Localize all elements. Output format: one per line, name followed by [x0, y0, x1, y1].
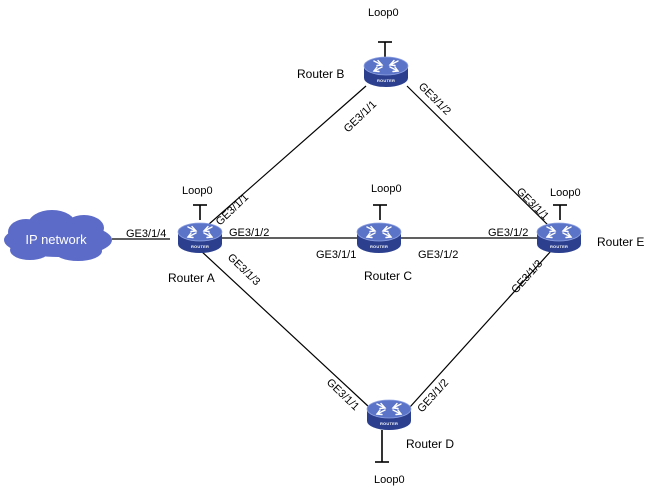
port-label-b-e-b: GE3/1/2: [416, 81, 453, 118]
link-a-d: [199, 249, 370, 408]
router-a: ROUTER: [177, 222, 223, 254]
router-tag: ROUTER: [377, 78, 395, 83]
router-c: ROUTER: [356, 222, 402, 254]
ip-network-cloud: IP network: [4, 210, 112, 261]
router-name-b: Router B: [297, 67, 344, 81]
router-name-c: Router C: [364, 269, 412, 283]
link-d-e: [409, 250, 552, 408]
links: [112, 85, 554, 408]
router-tag: ROUTER: [380, 421, 398, 426]
port-label-a-b-a: GE3/1/1: [214, 191, 251, 228]
cloud-icon: [4, 210, 112, 261]
router-name-a: Router A: [168, 271, 215, 285]
loopback-label-e: Loop0: [550, 187, 581, 199]
loopback-stems: [193, 41, 567, 463]
link-b-e: [406, 85, 554, 231]
port-label-c-e-e: GE3/1/2: [488, 227, 528, 239]
port-label-a-c-a: GE3/1/2: [229, 227, 269, 239]
router-tag: ROUTER: [191, 244, 209, 249]
router-e: ROUTER: [536, 222, 582, 254]
port-label-d-e-e: GE3/1/3: [509, 258, 545, 296]
cloud-label: IP network: [25, 232, 87, 247]
router-name-d: Router D: [406, 437, 454, 451]
loopback-label-a: Loop0: [182, 185, 213, 197]
port-label-cloud-a: GE3/1/4: [126, 228, 166, 240]
router-tag: ROUTER: [550, 244, 568, 249]
link-a-b: [199, 85, 367, 233]
loopback-label-c: Loop0: [371, 183, 402, 195]
loopback-label-d: Loop0: [374, 474, 405, 486]
port-label-a-c-c: GE3/1/1: [316, 249, 356, 261]
port-label-a-b-b: GE3/1/1: [342, 98, 379, 135]
router-tag: ROUTER: [370, 244, 388, 249]
port-label-c-e-c: GE3/1/2: [418, 249, 458, 261]
port-label-b-e-e: GE3/1/1: [514, 186, 551, 223]
loopback-label-b: Loop0: [368, 7, 399, 19]
router-b: ROUTER: [363, 56, 409, 88]
port-label-a-d-a: GE3/1/3: [225, 252, 262, 289]
router-name-e: Router E: [597, 235, 644, 249]
router-d: ROUTER: [366, 399, 412, 431]
